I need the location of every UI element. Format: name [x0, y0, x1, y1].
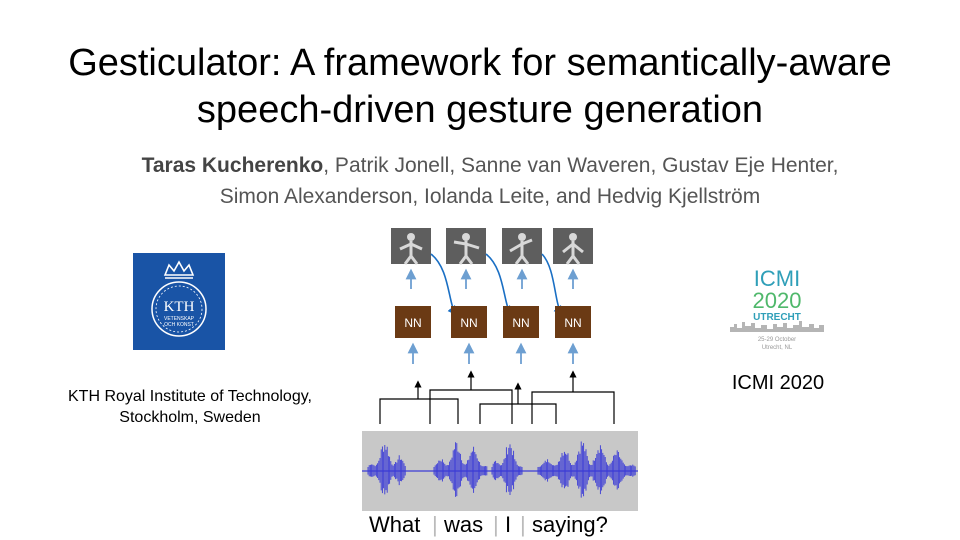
- kth-logo-sub-2: OCH KONST: [164, 322, 194, 328]
- kth-logo-sub-1: VETENSKAP: [164, 316, 195, 322]
- kth-caption-line-1: KTH Royal Institute of Technology,: [68, 388, 312, 405]
- icmi-logo-line-3: UTRECHT: [753, 312, 801, 323]
- transcript-word-4: saying?: [532, 512, 608, 537]
- context-window-brackets: [379, 370, 615, 424]
- nn-label: NN: [512, 316, 529, 330]
- speech-waveform: [362, 441, 638, 498]
- icmi-logo-line-4: 25-29 October: [758, 337, 796, 343]
- icmi-logo-line-5: Utrecht, NL: [762, 345, 793, 351]
- transcript-word-1: What: [369, 512, 421, 537]
- nn-block-1: NN: [395, 306, 431, 338]
- word-separator: |: [493, 512, 499, 537]
- kth-logo: KTH VETENSKAP OCH KONST: [133, 253, 225, 350]
- authors-line-1: Taras Kucherenko, Patrik Jonell, Sanne v…: [0, 150, 960, 181]
- icmi-logo-line-1: ICMI: [754, 266, 800, 291]
- gesture-frame-2: [446, 228, 486, 265]
- architecture-diagram: NN NN NN NN: [379, 228, 615, 424]
- author-list: Taras Kucherenko, Patrik Jonell, Sanne v…: [0, 150, 960, 212]
- first-author: Taras Kucherenko: [141, 154, 324, 177]
- nn-label: NN: [404, 316, 421, 330]
- transcript-word-2: was: [444, 512, 484, 537]
- kth-crest-icon: KTH VETENSKAP OCH KONST: [151, 260, 207, 337]
- nn-block-4: NN: [555, 306, 591, 338]
- title-line-1: Gesticulator: A framework for semantical…: [68, 42, 892, 84]
- gesture-frame-3: [502, 228, 542, 265]
- speech-waveform-panel: [362, 431, 638, 511]
- icmi-logo-graphic: ICMI 2020 UTRECHT 25-29 October Utrecht,…: [730, 266, 824, 351]
- nn-block-2: NN: [451, 306, 487, 338]
- kth-logo-text: KTH: [164, 299, 195, 315]
- nn-block-3: NN: [503, 306, 539, 338]
- word-separator: |: [520, 512, 526, 537]
- kth-caption: KTH Royal Institute of Technology, Stock…: [40, 386, 340, 428]
- gesture-frame-1: [391, 228, 431, 265]
- gesture-frame-4: [553, 228, 593, 265]
- slide-title: Gesticulator: A framework for semantical…: [0, 40, 960, 134]
- word-separator: |: [432, 512, 438, 537]
- transcript-word-3: I: [505, 512, 512, 537]
- kth-caption-line-2: Stockholm, Sweden: [119, 409, 261, 426]
- icmi-caption: ICMI 2020: [731, 372, 825, 394]
- nn-label: NN: [564, 316, 581, 330]
- authors-line-2: Simon Alexanderson, Iolanda Leite, and H…: [219, 185, 761, 208]
- waveform-trace: [367, 441, 636, 498]
- nn-label: NN: [460, 316, 477, 330]
- icmi-logo: ICMI 2020 UTRECHT 25-29 October Utrecht,…: [727, 265, 827, 355]
- co-authors-line-1: , Patrik Jonell, Sanne van Waveren, Gust…: [323, 154, 839, 177]
- transcript: What | was | I | saying?: [362, 511, 638, 539]
- title-line-2: speech-driven gesture generation: [196, 89, 764, 131]
- icmi-logo-line-2: 2020: [753, 288, 802, 313]
